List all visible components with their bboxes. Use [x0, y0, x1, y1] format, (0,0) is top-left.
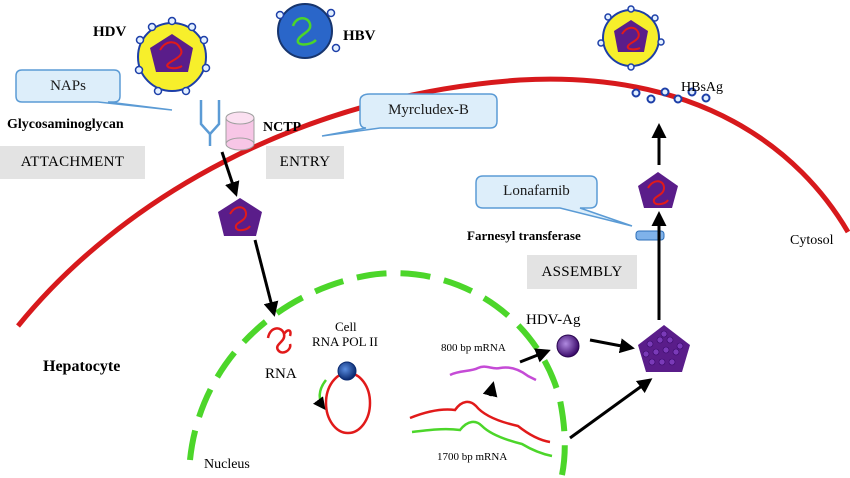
nctp-label: NCTP — [263, 120, 302, 135]
lonafarnib-callout-label: Lonafarnib — [503, 183, 570, 199]
nucleus-envelope — [187, 270, 568, 476]
glycosaminoglycan-receptor-icon — [199, 100, 221, 146]
mrna-800-label: 800 bp mRNA — [441, 342, 506, 354]
mrna-1700-label: 1700 bp mRNA — [437, 451, 508, 463]
nctp-transporter-icon — [225, 111, 255, 151]
hdv-ag-icon — [556, 334, 580, 358]
hbv-label: HBV — [343, 28, 376, 44]
farnesyl-transferase-icon — [635, 230, 665, 241]
mrna-800-strand — [449, 365, 537, 382]
hdv-virion-icon — [134, 16, 211, 96]
arrow-800-to-hdvag — [482, 381, 498, 398]
nucleus-label: Nucleus — [204, 457, 250, 472]
assembly-step-box: ASSEMBLY — [527, 255, 637, 289]
rna-pol-ii-replication-icon — [313, 361, 372, 435]
hbsag-label: HBsAg — [681, 80, 724, 95]
hdv-rnp-icon — [218, 198, 262, 236]
entry-step-box: ENTRY — [266, 146, 344, 179]
mrna-1700-red-strand — [409, 400, 551, 444]
rna-icon — [266, 327, 292, 354]
glycosaminoglycan-label: Glycosaminoglycan — [7, 117, 124, 132]
released-hdv-virion-icon — [597, 5, 665, 71]
attachment-step-box: ATTACHMENT — [0, 146, 145, 179]
farnesyl-transferase-label: Farnesyl transferase — [467, 228, 581, 243]
arrow-1700-to-assembly — [569, 378, 653, 440]
arrow-cytoplasm-to-nucleus — [253, 239, 279, 317]
assembled-rnp-icon — [638, 325, 690, 372]
cell-membrane — [16, 76, 850, 328]
hbv-virion-icon — [275, 3, 341, 59]
hepatocyte-label: Hepatocyte — [43, 358, 121, 375]
hbsag-particles-icon — [631, 87, 711, 104]
cell-rna-pol-label-line1: Cell — [335, 319, 357, 334]
flow-arrows — [220, 123, 667, 440]
arrow-entry-to-cytoplasm — [220, 151, 240, 197]
hdv-label: HDV — [93, 24, 127, 40]
naps-callout-label: NAPs — [50, 78, 86, 94]
hdv-ag-label: HDV-Ag — [526, 312, 581, 328]
mrna-1700-green-strand — [411, 420, 553, 458]
rna-label: RNA — [265, 366, 297, 382]
cytosol-label: Cytosol — [790, 233, 834, 248]
arrow-hdvag-to-assembly — [589, 338, 635, 354]
myrcludex-callout-label: Myrcludex-B — [388, 102, 469, 118]
cell-rna-pol-label-line2: RNA POL II — [312, 334, 378, 349]
exiting-rnp-icon — [638, 172, 678, 208]
lonafarnib-callout — [475, 175, 633, 227]
arrow-mrna-to-hdvag — [519, 348, 551, 364]
myrcludex-callout — [321, 93, 498, 137]
naps-callout — [15, 69, 173, 111]
